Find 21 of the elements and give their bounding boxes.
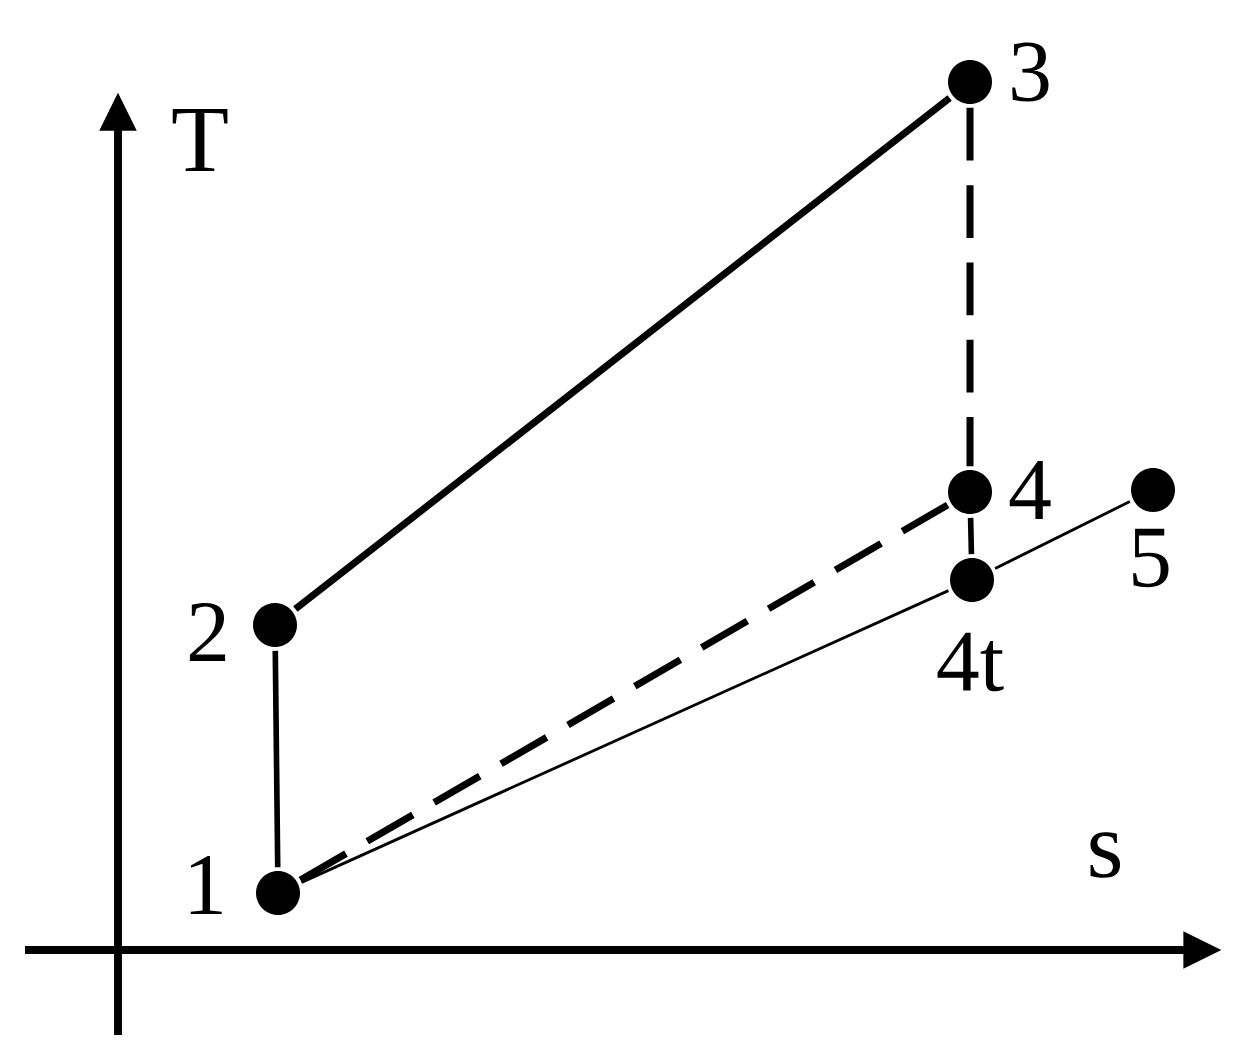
point-dot: [253, 603, 297, 647]
process-line: [272, 650, 281, 868]
process-line: [293, 95, 952, 612]
point-label: 3: [1012, 42, 1049, 102]
process-line: [967, 517, 975, 555]
point-label: 2: [189, 602, 226, 662]
axis-label: s: [1090, 832, 1121, 878]
axis-label: T: [172, 108, 228, 172]
process-line: [966, 107, 974, 467]
process-line: [301, 589, 949, 884]
process-line: [298, 501, 950, 884]
point-dot: [1131, 468, 1175, 512]
point-dot: [948, 470, 992, 514]
point-dot: [256, 871, 300, 915]
point-label: 4: [1009, 461, 1051, 519]
point-label: 5: [1133, 528, 1169, 588]
point-label: 4t: [937, 632, 1004, 692]
process-line: [994, 500, 1131, 570]
point-dot: [948, 60, 992, 104]
point-label: 1: [190, 856, 222, 914]
point-dot: [950, 558, 994, 602]
